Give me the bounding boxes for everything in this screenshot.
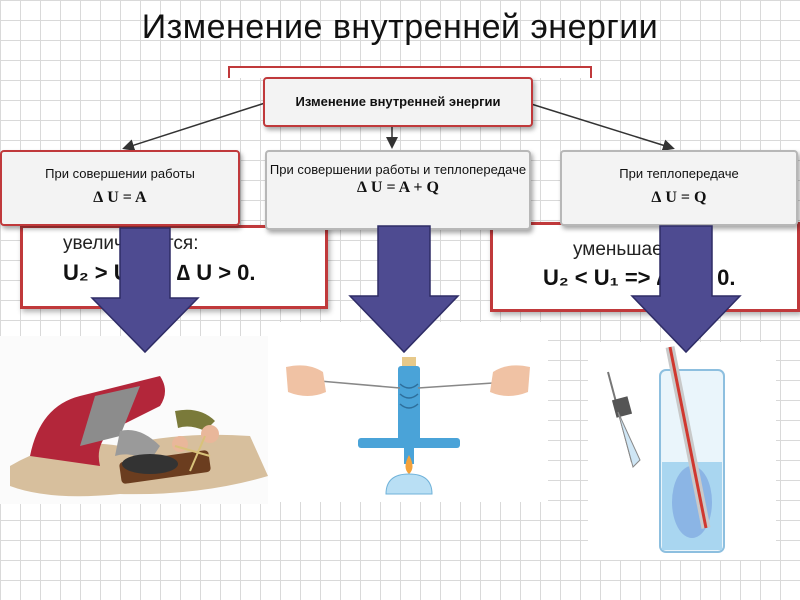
background-card-increase: увеличивается: U₂ > U₁ => ∆ U > 0. xyxy=(20,225,328,309)
branch-work-formula: ∆ U = A xyxy=(93,189,147,206)
root-concept-label: Изменение внутренней энергии xyxy=(295,94,501,109)
background-card-increase-line1: увеличивается: xyxy=(63,233,199,254)
branch-work-heat-formula: ∆ U = A + Q xyxy=(357,179,439,196)
background-card-decrease-line1: уменьшается: xyxy=(573,239,696,260)
branch-heat-box: При теплопередаче ∆ U = Q xyxy=(560,150,798,226)
illustration-heat-thermometer xyxy=(588,342,776,560)
branch-heat-label: При теплопередаче xyxy=(619,166,739,181)
branch-work-heat-box: При совершении работы и теплопередаче ∆ … xyxy=(265,150,531,230)
background-card-decrease: уменьшается: U₂ < U₁ => ∆ U < 0. xyxy=(490,222,800,312)
branch-work-label: При совершении работы xyxy=(45,166,195,181)
connector-left xyxy=(122,102,266,151)
connector-arrows xyxy=(122,102,675,152)
root-back-card xyxy=(228,66,592,78)
background-card-increase-line2: U₂ > U₁ => ∆ U > 0. xyxy=(63,260,256,285)
background-card-decrease-line2: U₂ < U₁ => ∆ U < 0. xyxy=(543,265,736,290)
branch-work-box: При совершении работы ∆ U = A xyxy=(0,150,240,226)
root-concept-box: Изменение внутренней энергии xyxy=(263,77,533,127)
branch-work-heat-label: При совершении работы и теплопередаче xyxy=(269,162,527,177)
branch-heat-formula: ∆ U = Q xyxy=(651,189,707,206)
slide-title: Изменение внутренней энергии xyxy=(141,8,659,46)
connector-right xyxy=(527,102,675,152)
illustration-work-rubbing xyxy=(0,336,268,504)
illustration-work-heat-tube xyxy=(268,322,548,502)
